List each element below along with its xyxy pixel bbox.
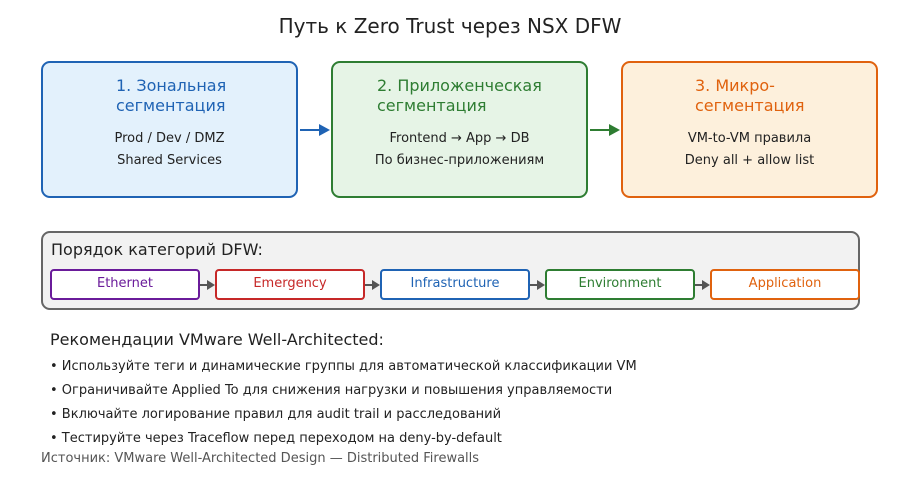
category-arrow-icon <box>200 280 215 290</box>
recommendation-item: • Ограничивайте Applied To для снижения … <box>50 383 613 398</box>
stage-line: По бизнес-приложениям <box>374 153 545 168</box>
stage-micro-segmentation: 3. Микро- сегментация VM-to-VM правила D… <box>621 61 878 198</box>
stage-application-segmentation: 2. Приложенческая сегментация Frontend →… <box>331 61 588 198</box>
panel-title: Порядок категорий DFW: <box>51 240 263 259</box>
category-environment: Environment <box>545 269 695 300</box>
category-ethernet: Ethernet <box>50 269 200 300</box>
stage-title: 1. Зональная сегментация <box>116 76 227 115</box>
category-arrow-icon <box>365 280 380 290</box>
recommendation-item: • Тестируйте через Traceflow перед перех… <box>50 431 502 446</box>
flow-arrow-icon <box>590 124 620 136</box>
source-note: Источник: VMware Well-Architected Design… <box>41 451 480 466</box>
category-arrow-icon <box>695 280 710 290</box>
stage-line: Shared Services <box>117 153 222 168</box>
stage-title: 2. Приложенческая сегментация <box>377 76 542 115</box>
stage-zonal-segmentation: 1. Зональная сегментация Prod / Dev / DM… <box>41 61 298 198</box>
stage-line: Prod / Dev / DMZ <box>114 131 225 146</box>
category-arrow-icon <box>530 280 545 290</box>
category-application: Application <box>710 269 860 300</box>
category-infrastructure: Infrastructure <box>380 269 530 300</box>
stage-title: 3. Микро- сегментация <box>695 76 805 115</box>
recommendation-item: • Используйте теги и динамические группы… <box>50 359 637 374</box>
stage-line: Frontend → App → DB <box>389 131 530 146</box>
flow-arrow-icon <box>300 124 330 136</box>
category-emergency: Emergency <box>215 269 365 300</box>
diagram-title: Путь к Zero Trust через NSX DFW <box>278 14 622 38</box>
recommendations-title: Рекомендации VMware Well-Architected: <box>50 330 384 349</box>
recommendation-item: • Включайте логирование правил для audit… <box>50 407 502 422</box>
stage-line: Deny all + allow list <box>684 153 815 168</box>
stage-line: VM-to-VM правила <box>687 131 812 146</box>
